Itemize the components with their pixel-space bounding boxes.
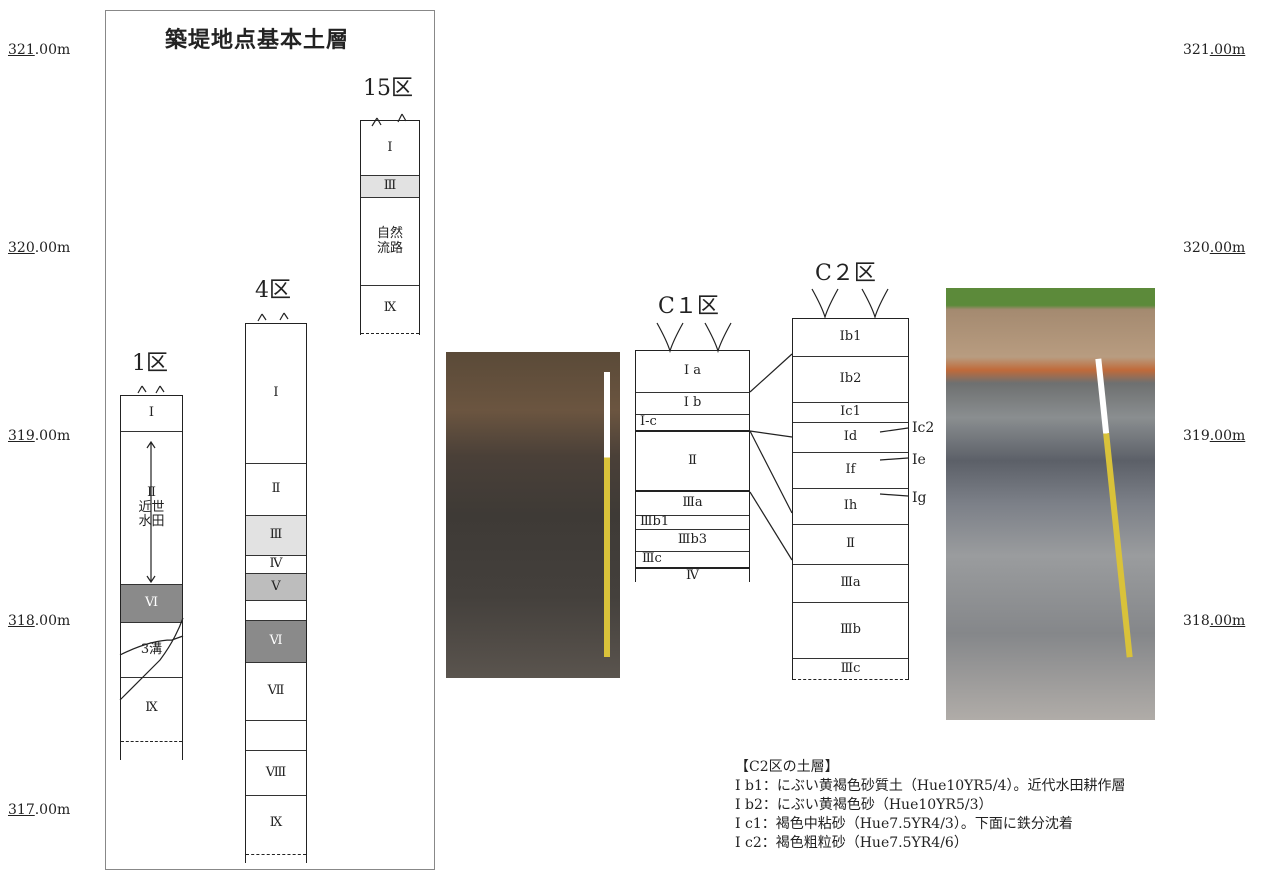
elevation-right-319: 319.00m — [1183, 428, 1246, 444]
elevation-left-318: 318.00m — [8, 613, 71, 629]
legend-line: I c1：褐色中粘砂（Hue7.5YR4/3）。下面に鉄分沈着 — [735, 816, 1073, 832]
layer-c2-Ih: Ih — [793, 489, 908, 525]
side-label-Ic2: Ic2 — [912, 420, 935, 436]
natural-channel-label: 自然流路 — [376, 225, 403, 256]
legend-line: I b1：にぶい黄褐色砂質土（Hue10YR5/4）。近代水田耕作層 — [735, 778, 1126, 794]
layer-c2-Ib2: Ib2 — [793, 357, 908, 403]
layer-c1-Ic: I-c — [636, 414, 749, 432]
layer-c2-IIIa: Ⅲa — [793, 565, 908, 603]
elevation-right-320: 320.00m — [1183, 240, 1246, 256]
legend-line: I c2：褐色粗粒砂（Hue7.5YR4/6） — [735, 835, 968, 851]
legend-heading: 【C2区の土層】 — [735, 759, 839, 775]
soil-profile-photo-c1 — [446, 352, 620, 678]
layer-c2-IIIc: Ⅲc — [840, 660, 861, 676]
layer-15-IX: Ⅸ — [383, 300, 397, 316]
layer-c2-II: Ⅱ — [793, 525, 908, 565]
layer-15-III: Ⅲ — [361, 176, 419, 198]
layer-1-I: I — [121, 396, 182, 432]
layer-1-VI: Ⅵ — [121, 585, 182, 623]
layer-4-VII: Ⅶ — [246, 663, 306, 721]
elevation-left-320: 320.00m — [8, 240, 71, 256]
area-15-label: 15区 — [363, 76, 413, 101]
column-c2: Ib1 Ib2 Ic1 Id If Ih Ⅱ Ⅲa Ⅲb Ⅲc — [792, 318, 909, 680]
soil-profile-photo-c2 — [946, 288, 1155, 720]
elevation-left-317: 317.00m — [8, 802, 71, 818]
layer-c1-IIIc: Ⅲc — [636, 551, 749, 569]
elevation-right-318: 318.00m — [1183, 613, 1246, 629]
column-c1: I a I b I-c Ⅱ Ⅲa Ⅲb1 Ⅲb3 Ⅲc Ⅳ — [635, 350, 750, 583]
legend-line: I b2：にぶい黄褐色砂（Hue10YR5/3） — [735, 797, 993, 813]
layer-c1-Ia: I a — [636, 351, 749, 393]
column-area-15: I Ⅲ 自然流路 Ⅸ — [360, 120, 420, 335]
layer-c1-Ib: I b — [636, 393, 749, 415]
layer-c1-IIIb3: Ⅲb3 — [636, 530, 749, 552]
area-1-label: 1区 — [132, 351, 168, 376]
elevation-left-321: 321.00m — [8, 42, 71, 58]
layer-15-natural-channel: 自然流路 — [361, 198, 419, 286]
layer-c2-Ic1: Ic1 — [793, 403, 908, 423]
layer-4-II: Ⅱ — [246, 464, 306, 516]
layer-c1-Ic-label: I-c — [640, 414, 657, 430]
elevation-right-321: 321.00m — [1183, 42, 1246, 58]
layer-c1-IIIb1: Ⅲb1 — [636, 514, 749, 530]
layer-4-V: Ⅴ — [246, 574, 306, 601]
layer-4-IV: Ⅳ — [246, 556, 306, 574]
page-title: 築堤地点基本土層 — [165, 27, 350, 53]
area-c2-label: C２区 — [815, 261, 876, 286]
layer-4-VIII: Ⅷ — [246, 751, 306, 796]
area-c1-label: C１区 — [658, 294, 719, 319]
area-4-label: 4区 — [255, 278, 291, 303]
legend-c2-soil-layers: 【C2区の土層】 I b1：にぶい黄褐色砂質土（Hue10YR5/4）。近代水田… — [735, 758, 1126, 853]
layer-c1-IIIb1-label: Ⅲb1 — [640, 514, 670, 530]
measuring-staff — [604, 372, 610, 657]
layer-c1-II: Ⅱ — [636, 432, 749, 492]
layer-c2-Ib1: Ib1 — [793, 319, 908, 357]
elevation-left-319: 319.00m — [8, 428, 71, 444]
layer-c1-IIIa: Ⅲa — [636, 492, 749, 516]
column-area-4: I Ⅱ Ⅲ Ⅳ Ⅴ Ⅵ Ⅶ Ⅷ Ⅸ — [245, 323, 307, 863]
layer-4-IX: Ⅸ — [269, 815, 283, 831]
layer-c2-Id: Id — [793, 423, 908, 453]
layer-c1-IV: Ⅳ — [686, 567, 699, 583]
layer-4-I: I — [246, 324, 306, 464]
layer-c2-If: If — [793, 453, 908, 489]
layer-c2-IIIb: Ⅲb — [793, 603, 908, 659]
side-label-Ig: Ig — [912, 490, 927, 506]
layer-4-VI: Ⅵ — [246, 621, 306, 663]
layer-4-III: Ⅲ — [246, 516, 306, 556]
layer-c1-IIIc-label: Ⅲc — [642, 551, 662, 567]
layer-15-I: I — [361, 121, 419, 176]
side-label-Ie: Ie — [912, 452, 926, 468]
layer-1-IX: Ⅸ — [145, 699, 158, 715]
layer-1-ditch-3: 3溝 — [121, 623, 182, 678]
